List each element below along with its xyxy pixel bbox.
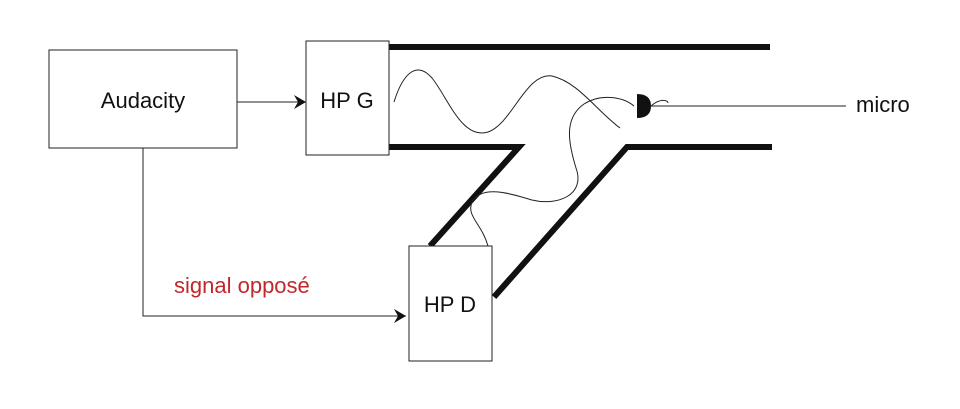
arrow-audacity-to-hp-d xyxy=(142,148,406,323)
micro-label: micro xyxy=(856,92,910,117)
microphone-icon xyxy=(637,94,651,118)
hp-g-label: HP G xyxy=(320,88,373,113)
tube-lower-right-wall xyxy=(491,144,772,299)
sound-wave-hp-d xyxy=(470,97,635,247)
signal-oppose-label: signal opposé xyxy=(174,273,310,298)
hp-g-box xyxy=(305,40,390,156)
sound-wave-hp-g xyxy=(393,69,621,134)
microphone-cable-loop xyxy=(650,99,669,107)
audacity-box xyxy=(48,49,238,149)
tube-lower-left-wall xyxy=(389,144,526,249)
hp-d-box xyxy=(408,245,493,362)
hp-d-label: HP D xyxy=(424,292,476,317)
audacity-label: Audacity xyxy=(101,88,185,113)
